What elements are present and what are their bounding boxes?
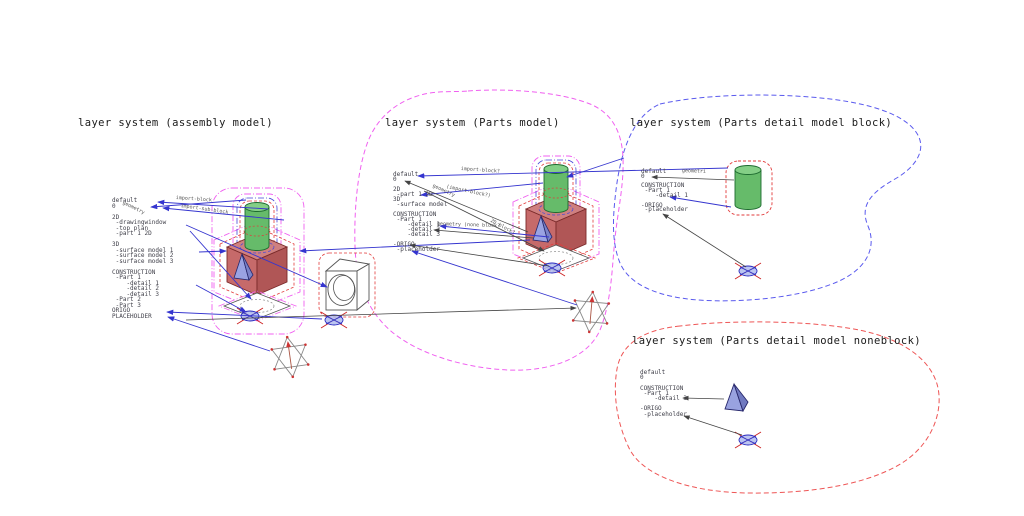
arrow-pyramid-to-detail1	[439, 223, 550, 238]
arrow-import-sub-block	[162, 205, 285, 221]
drawing-window-icon	[318, 252, 376, 318]
arrow-origo-symbol-to-origo-parts	[409, 243, 550, 267]
title-assembly-model: layer system (assembly model)	[78, 117, 273, 129]
arrow-geometry-parts	[404, 180, 529, 233]
parts-model-boundary-blob	[354, 89, 624, 371]
arrow-geometri	[651, 174, 735, 181]
arrow-drawingwindow-to-icon	[185, 224, 328, 288]
layer-list-assembly: default 0 2D -drawingwindow -top plan -p…	[112, 197, 174, 320]
parts-3d-model	[512, 155, 600, 277]
arrow-block-into-parts	[566, 157, 625, 178]
detail-block-cylinder	[725, 160, 773, 216]
arrow-surface-model-to-cube	[198, 248, 227, 254]
arrow-origo-symbol-to-origo-label	[166, 309, 323, 320]
arrow-origo-to-placeholder-block	[662, 213, 747, 268]
arrow-import-block-q	[417, 167, 729, 179]
layer-list-parts: default 0 2D -part 1 2D 3D -surface mode…	[393, 171, 448, 253]
title-parts-model: layer system (Parts model)	[385, 117, 560, 129]
title-parts-detail-noneblock: layer system (Parts detail model noneblo…	[632, 335, 922, 347]
arrow-geometry-assembly	[150, 199, 247, 210]
parts-detail-noneblock-boundary-blob	[614, 321, 940, 494]
placeholder-star-parts	[570, 288, 612, 336]
layer-list-detail-block: default 0 CONSTRUCTION -Part 1 -detail 1…	[641, 168, 688, 214]
title-parts-detail-block: layer system (Parts detail model block)	[630, 117, 893, 129]
arrow-2d-block	[423, 190, 545, 252]
origo-symbol-detail-block	[734, 262, 762, 280]
parts-detail-block-boundary-blob	[612, 94, 922, 302]
arrow-geometry-none-block	[433, 228, 534, 239]
arrow-import-block-q2	[420, 182, 544, 198]
layer-list-detail-noneblock: default 0 CONSTRUCTION -Part 1 -detail 3…	[640, 369, 687, 418]
assembly-3d-model	[211, 187, 305, 335]
arrow-placeholder-to-parts-star	[185, 305, 577, 321]
arrow-star-to-placeholder-parts	[411, 250, 578, 306]
arrow-2d-to-plan	[189, 230, 252, 300]
relation-arrows-black	[185, 174, 747, 436]
placeholder-star-assembly	[268, 332, 312, 382]
arrow-import-block	[157, 199, 269, 210]
arrow-star-to-placeholder-label	[167, 316, 271, 352]
arrow-origo-to-placeholder-noneblock	[683, 415, 743, 436]
arrow-cylinder-to-detail1-block	[669, 195, 732, 208]
label-geometri: geometri	[681, 168, 707, 175]
origo-symbol-assembly-window	[320, 311, 348, 329]
arrow-pyramid-to-detail3	[682, 395, 725, 401]
noneblock-pyramid	[724, 382, 749, 413]
arrow-detail-to-origo	[195, 284, 247, 313]
